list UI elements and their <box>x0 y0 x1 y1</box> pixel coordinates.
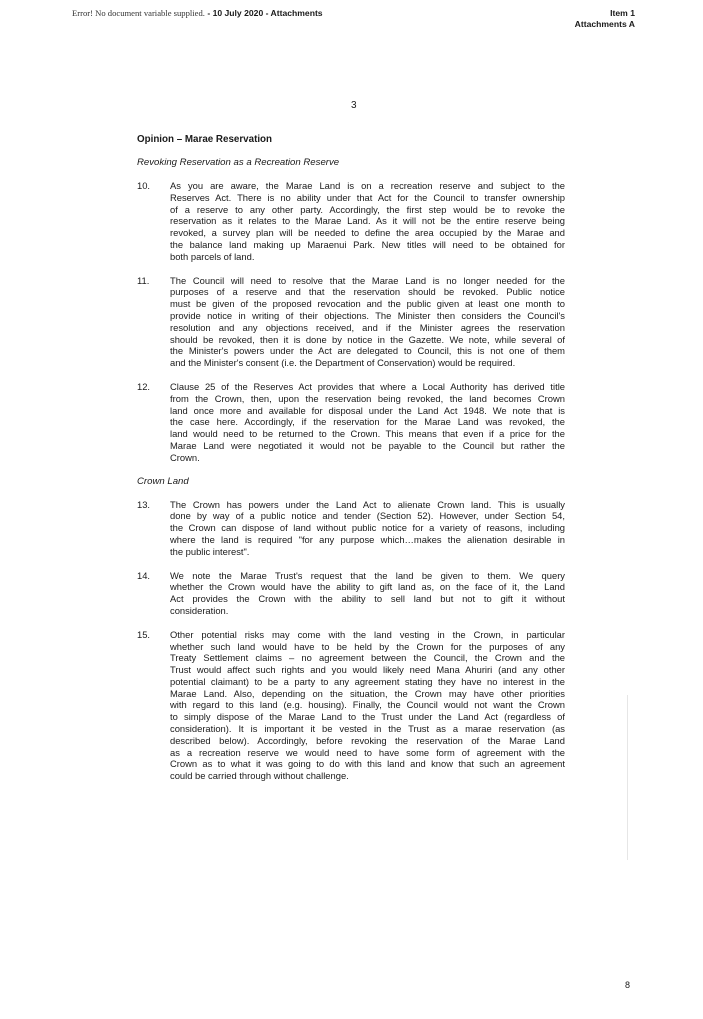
paragraph-line: The Crown has powers under the Land Act … <box>170 498 565 510</box>
header-error-text: Error! No document variable supplied. <box>72 8 205 18</box>
numbered-paragraph: 13. The Crown has powers under the Land A… <box>137 499 565 558</box>
paragraph-line: consideration. <box>170 604 229 616</box>
paragraph-line: must be given of the proposed revocation… <box>170 298 565 310</box>
header-meeting: - 10 July 2020 - Attachments <box>204 8 323 18</box>
paragraph-line: described below). Accordingly, before re… <box>170 734 565 746</box>
numbered-paragraph: 14. We note the Marae Trust's request tha… <box>137 570 565 617</box>
numbered-paragraph: 12. Clause 25 of the Reserves Act provide… <box>137 381 565 464</box>
paragraph-line: Reserves Act. There is no ability under … <box>170 191 565 203</box>
paragraph-line: Marae Land. Also, depending on the situa… <box>170 687 565 699</box>
paragraph-line: purposes of a reserve and that the reser… <box>170 286 565 298</box>
paragraph-line: Crown. <box>170 451 200 463</box>
paragraph-line: The Council will need to resolve that th… <box>170 274 565 286</box>
paragraph-line: As you are aware, the Marae Land is on a… <box>170 180 565 191</box>
section-heading: Opinion – Marae Reservation <box>137 134 273 145</box>
paragraph-line: and the Minister's consent (i.e. the Dep… <box>170 357 516 369</box>
paragraph-line: the case here. Accordingly, if the reser… <box>170 416 565 428</box>
paragraph-line: Crown as to what it was going to do with… <box>170 758 565 770</box>
numbered-paragraph: 11. The Council will need to resolve that… <box>137 275 565 369</box>
paragraph-line: provide notice in writing of their objec… <box>170 309 565 321</box>
paragraph-line: whether the Crown would have the ability… <box>170 581 565 593</box>
header-attachment: Attachments A <box>574 19 635 29</box>
sections: Revoking Reservation as a Recreation Res… <box>137 157 565 782</box>
paragraph-line: the Crown can dispose of land without pu… <box>170 522 565 534</box>
footer-page-number: 8 <box>625 980 631 990</box>
paragraph-line: as a recreation reserve we would need to… <box>170 746 565 758</box>
paragraph-line: whether such land would have to be held … <box>170 640 565 652</box>
paragraph-line: of a reserve to any other party. Accordi… <box>170 203 565 215</box>
paragraph-line: to simply dispose of the Marae Land to t… <box>170 711 565 723</box>
paragraph-line: the public interest". <box>170 545 250 557</box>
paragraph-line: Act provides the Crown with the ability … <box>170 593 565 605</box>
paragraph-line: both parcels of land. <box>170 250 255 262</box>
paragraph-line: consideration). It is important it be ve… <box>170 723 565 735</box>
paragraph-line: revoked, a survey plan will be needed to… <box>170 227 565 239</box>
paragraph-line: from the Crown, then, upon the reservati… <box>170 392 565 404</box>
header-item: Item 1 <box>610 8 635 18</box>
paragraph-line: with regard to this land (e.g. housing).… <box>170 699 565 711</box>
paragraph-line: land would need to be returned to the Cr… <box>170 428 565 440</box>
paragraph-line: should be revoked, then it is done by no… <box>170 333 565 345</box>
document-body: Opinion – Marae Reservation Revoking Res… <box>137 134 565 794</box>
numbered-paragraph: 10. As you are aware, the Marae Land is o… <box>137 180 565 263</box>
paragraph-line: Trust would affect such rights and you w… <box>170 664 565 676</box>
paragraph-line: where the land is required "for any purp… <box>170 533 565 545</box>
paragraph-number: 15. <box>137 628 151 640</box>
paragraph-line: Clause 25 of the Reserves Act provides t… <box>170 380 565 392</box>
paragraph-line: Treaty Settlement claims – no agreement … <box>170 652 565 664</box>
paragraph-line: Other potential risks may come with the … <box>170 628 565 640</box>
subheading: Revoking Reservation as a Recreation Res… <box>137 157 340 168</box>
page-header-left: Error! No document variable supplied. - … <box>72 8 323 18</box>
paragraph-number: 12. <box>137 380 151 392</box>
paragraph-line: reservation as it relates to the Marae L… <box>170 215 565 227</box>
paragraph-number: 14. <box>137 569 151 581</box>
paragraph-number: 13. <box>137 498 151 510</box>
paragraph-line: done by way of a public notice and tende… <box>170 510 565 522</box>
scan-artifact-line <box>627 695 628 860</box>
paragraph-line: the balance land making up Maraenui Park… <box>170 238 565 250</box>
paragraph-number: 10. <box>137 180 151 191</box>
paragraph-line: Marae Land were negotiated it would not … <box>170 439 565 451</box>
paragraph-line: We note the Marae Trust's request that t… <box>170 569 565 581</box>
document-page-number: 3 <box>351 100 357 111</box>
paragraph-number: 11. <box>137 274 150 286</box>
paragraph-line: land once more and available for disposa… <box>170 404 565 416</box>
page-header-right: Item 1 Attachments A <box>575 8 635 30</box>
paragraph-line: could be carried through without challen… <box>170 770 349 782</box>
paragraph-line: the Minister's powers under the Act are … <box>170 345 565 357</box>
paragraph-line: resolution and any objections received, … <box>170 321 565 333</box>
paragraph-line: potential claimant) to be a party to any… <box>170 675 565 687</box>
numbered-paragraph: 15. Other potential risks may come with t… <box>137 629 565 782</box>
subheading: Crown Land <box>137 475 189 487</box>
